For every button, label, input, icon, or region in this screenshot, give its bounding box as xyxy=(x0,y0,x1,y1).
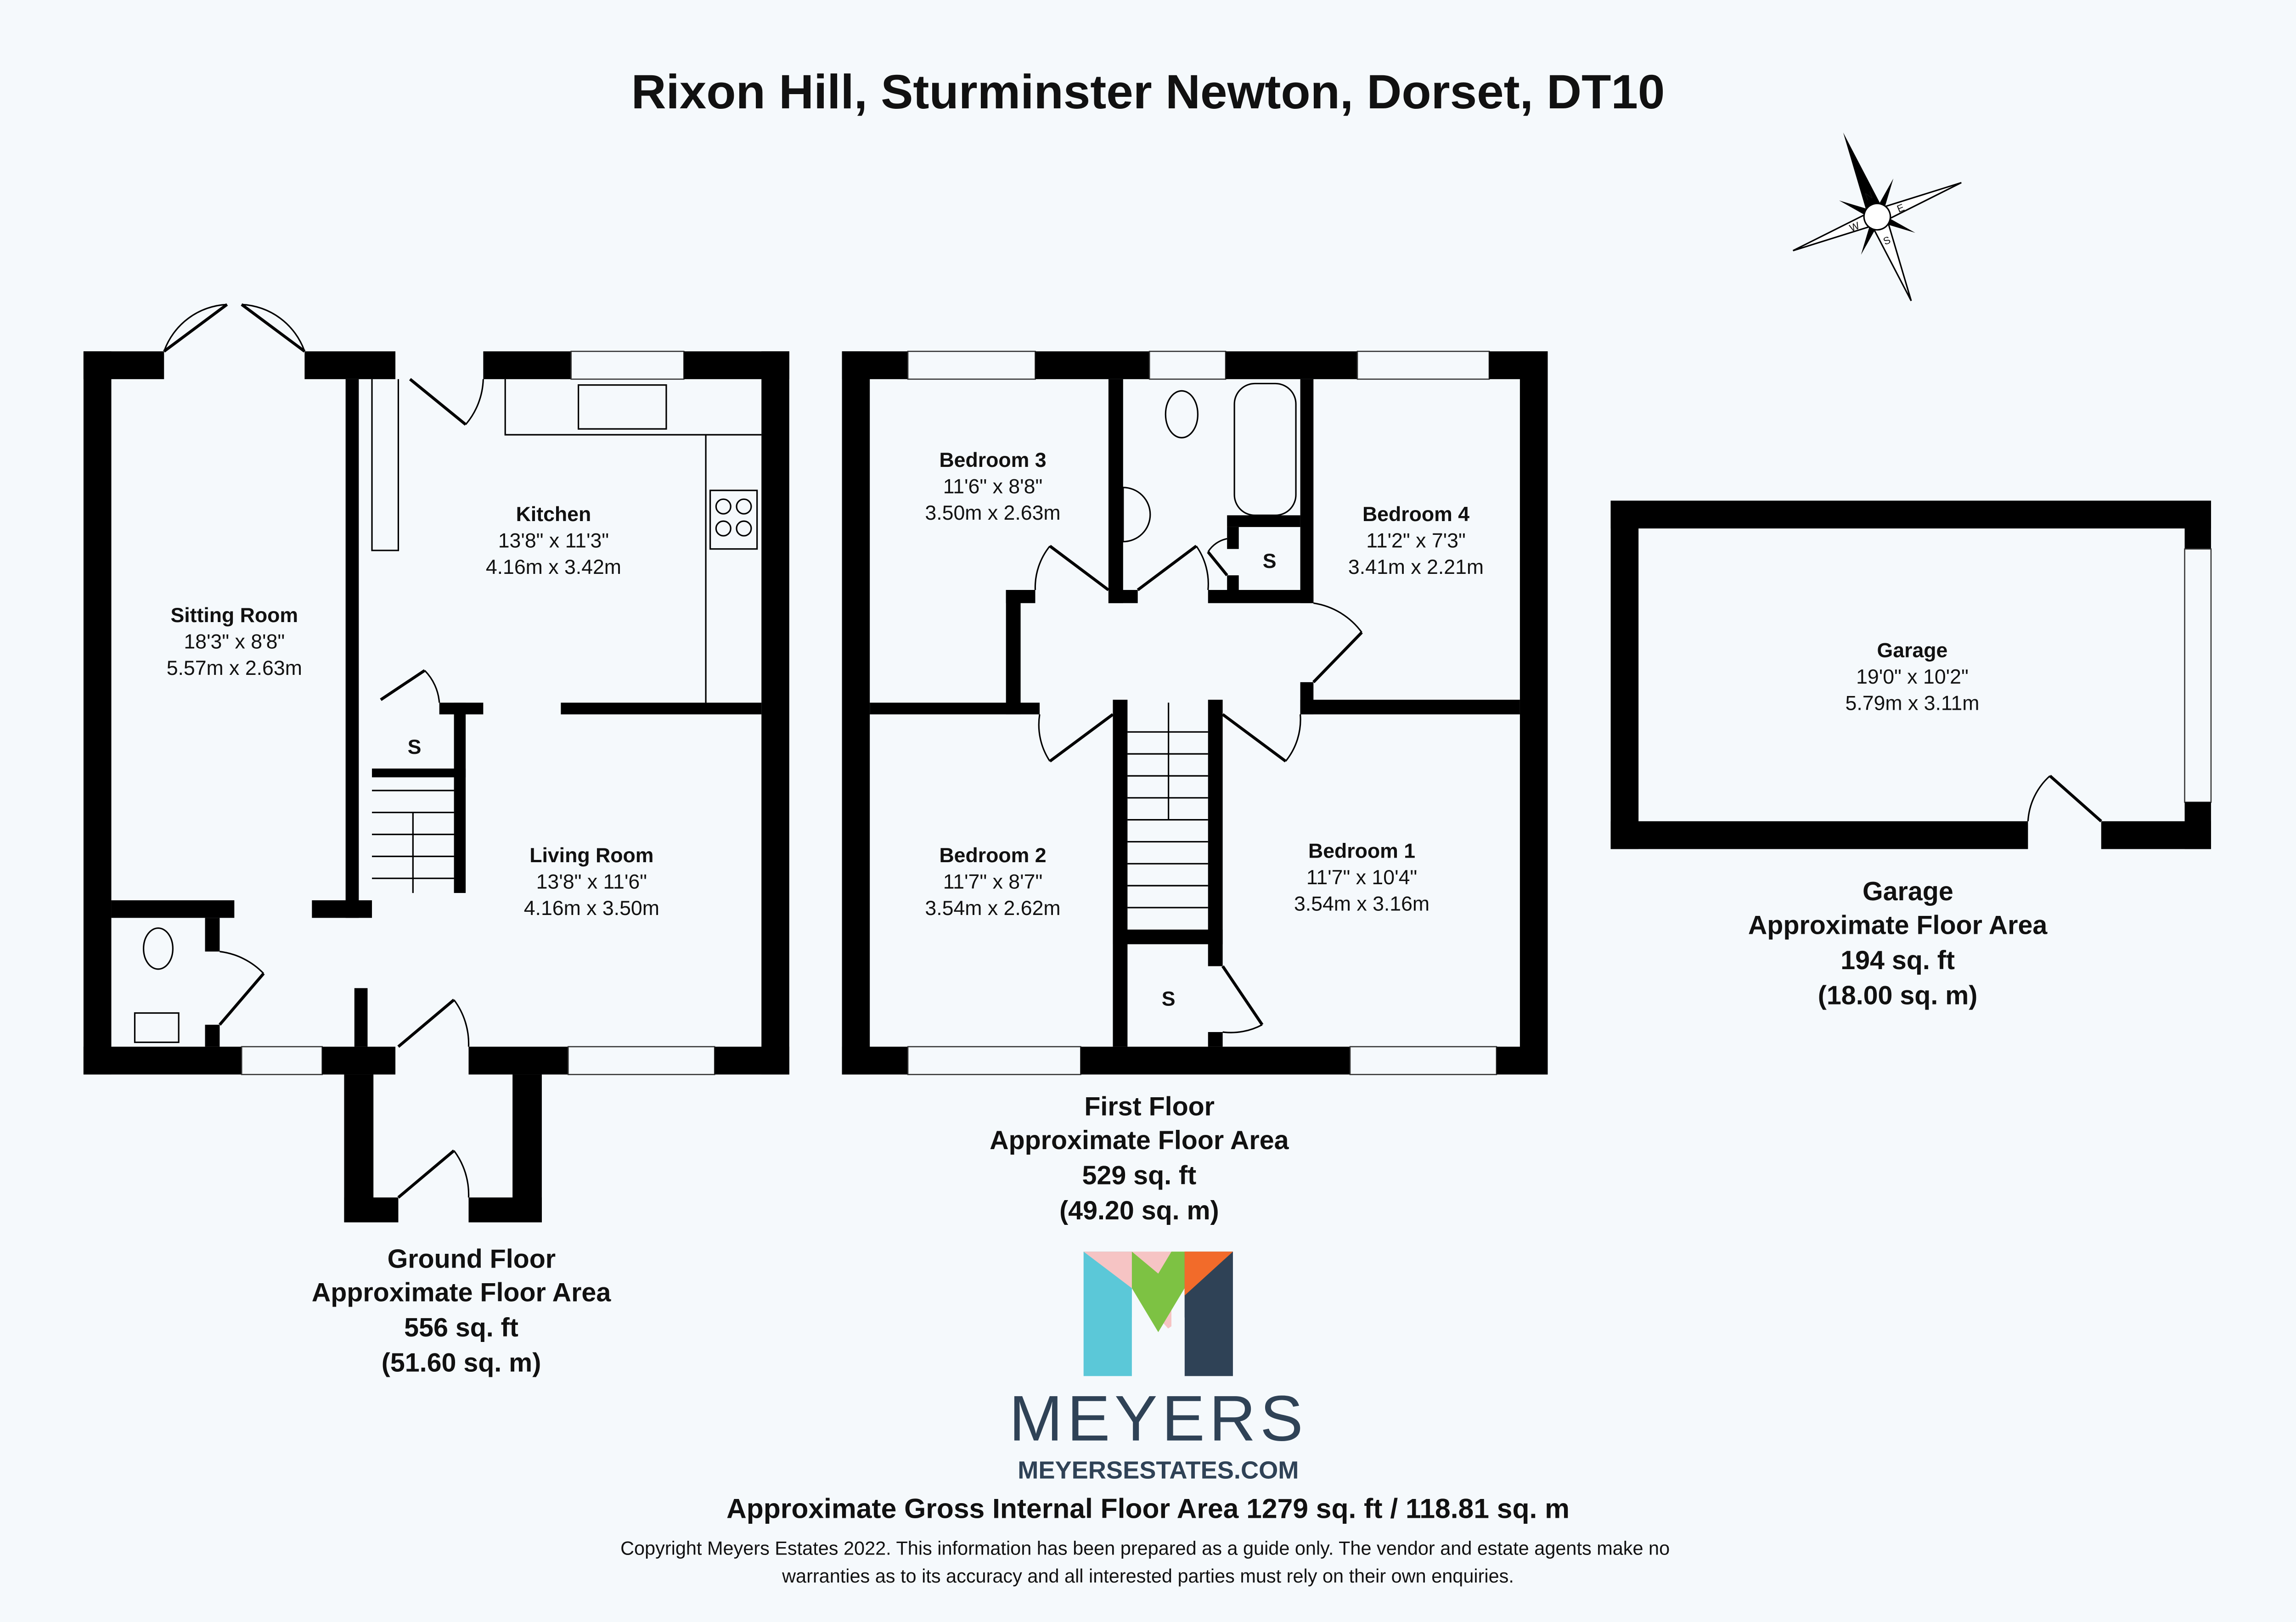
svg-text:3.54m x 3.16m: 3.54m x 3.16m xyxy=(1294,892,1429,915)
svg-text:4.16m x 3.42m: 4.16m x 3.42m xyxy=(486,556,621,578)
svg-text:11'2" x 7'3": 11'2" x 7'3" xyxy=(1366,530,1466,552)
room-bedroom-4: Bedroom 4 11'2" x 7'3" 3.41m x 2.21m xyxy=(1348,503,1484,578)
svg-text:Approximate Floor Area: Approximate Floor Area xyxy=(990,1126,1289,1155)
room-bedroom-3: Bedroom 3 11'6" x 8'8" 3.50m x 2.63m xyxy=(925,449,1060,524)
svg-text:First Floor: First Floor xyxy=(1084,1092,1215,1122)
svg-text:Living Room: Living Room xyxy=(529,844,653,867)
svg-text:11'7" x 10'4": 11'7" x 10'4" xyxy=(1306,866,1417,889)
svg-text:4.16m x 3.50m: 4.16m x 3.50m xyxy=(524,897,659,920)
svg-text:Approximate Floor Area: Approximate Floor Area xyxy=(1748,910,2048,940)
svg-text:529 sq. ft: 529 sq. ft xyxy=(1082,1161,1197,1190)
svg-text:13'8" x 11'6": 13'8" x 11'6" xyxy=(536,870,647,893)
svg-text:Bedroom 1: Bedroom 1 xyxy=(1308,840,1415,863)
garage-plan: Garage 19'0" x 10'2" 5.79m x 3.11m Garag… xyxy=(1610,500,2212,1010)
svg-text:3.54m x 2.62m: 3.54m x 2.62m xyxy=(925,897,1060,920)
svg-text:MEYERS: MEYERS xyxy=(1009,1382,1307,1454)
room-garage: Garage 19'0" x 10'2" 5.79m x 3.11m xyxy=(1846,640,1980,715)
svg-text:3.41m x 2.21m: 3.41m x 2.21m xyxy=(1348,556,1484,578)
room-bedroom-2: Bedroom 2 11'7" x 8'7" 3.54m x 2.62m xyxy=(925,844,1060,920)
svg-text:5.57m x 2.63m: 5.57m x 2.63m xyxy=(167,657,302,679)
first-floor-area: First Floor Approximate Floor Area 529 s… xyxy=(990,1092,1289,1225)
svg-text:Garage: Garage xyxy=(1877,640,1948,662)
room-kitchen: Kitchen 13'8" x 11'3" 4.16m x 3.42m xyxy=(486,503,621,578)
svg-text:13'8" x 11'3": 13'8" x 11'3" xyxy=(498,530,609,552)
svg-text:Sitting Room: Sitting Room xyxy=(170,604,298,627)
room-living-room: Living Room 13'8" x 11'6" 4.16m x 3.50m xyxy=(524,844,659,920)
svg-text:Bedroom 3: Bedroom 3 xyxy=(939,449,1046,471)
copyright-line-2: warranties as to its accuracy and all in… xyxy=(782,1565,1514,1587)
garage-area: Garage Approximate Floor Area 194 sq. ft… xyxy=(1748,877,2048,1010)
svg-text:19'0" x 10'2": 19'0" x 10'2" xyxy=(1856,666,1969,688)
svg-text:11'7" x 8'7": 11'7" x 8'7" xyxy=(943,870,1043,893)
room-sitting-room: Sitting Room 18'3" x 8'8" 5.57m x 2.63m xyxy=(167,604,302,679)
compass-rose-icon: N E S W xyxy=(1792,132,1962,301)
ground-floor-area: Ground Floor Approximate Floor Area 556 … xyxy=(312,1244,612,1377)
svg-text:5.79m x 3.11m: 5.79m x 3.11m xyxy=(1846,692,1980,714)
meyers-logo: MEYERS MEYERSESTATES.COM xyxy=(1009,1252,1307,1484)
storage-label: S xyxy=(1162,988,1176,1010)
storage-label: S xyxy=(1263,550,1277,572)
copyright-line-1: Copyright Meyers Estates 2022. This info… xyxy=(620,1537,1670,1559)
gross-area: Approximate Gross Internal Floor Area 12… xyxy=(726,1493,1570,1524)
svg-text:18'3" x 8'8": 18'3" x 8'8" xyxy=(184,631,285,653)
svg-text:Bedroom 4: Bedroom 4 xyxy=(1362,503,1469,526)
storage-label: S xyxy=(408,736,422,758)
svg-text:3.50m x 2.63m: 3.50m x 2.63m xyxy=(925,502,1060,524)
svg-text:Approximate Floor Area: Approximate Floor Area xyxy=(312,1278,612,1308)
svg-text:Bedroom 2: Bedroom 2 xyxy=(939,844,1046,867)
svg-text:Garage: Garage xyxy=(1863,877,1953,906)
svg-text:MEYERSESTATES.COM: MEYERSESTATES.COM xyxy=(1018,1457,1299,1484)
svg-text:(51.60 sq. m): (51.60 sq. m) xyxy=(382,1348,541,1378)
svg-text:11'6" x 8'8": 11'6" x 8'8" xyxy=(943,476,1043,498)
svg-text:556 sq. ft: 556 sq. ft xyxy=(404,1313,518,1342)
svg-text:(49.20 sq. m): (49.20 sq. m) xyxy=(1059,1196,1219,1225)
svg-text:Ground Floor: Ground Floor xyxy=(388,1244,556,1274)
svg-text:Kitchen: Kitchen xyxy=(516,503,591,526)
room-bedroom-1: Bedroom 1 11'7" x 10'4" 3.54m x 3.16m xyxy=(1294,840,1429,915)
svg-text:194 sq. ft: 194 sq. ft xyxy=(1840,946,1955,975)
first-floor-plan: S S Bedroom 3 11'6" x 8'8" 3.50m x 2.63m… xyxy=(842,350,1548,1225)
ground-floor-plan: S Sitting Room 18'3" x 8'8" 5.57m x 2.63… xyxy=(83,303,789,1378)
page-title: Rixon Hill, Sturminster Newton, Dorset, … xyxy=(631,65,1665,119)
svg-text:(18.00 sq. m): (18.00 sq. m) xyxy=(1818,981,1978,1010)
